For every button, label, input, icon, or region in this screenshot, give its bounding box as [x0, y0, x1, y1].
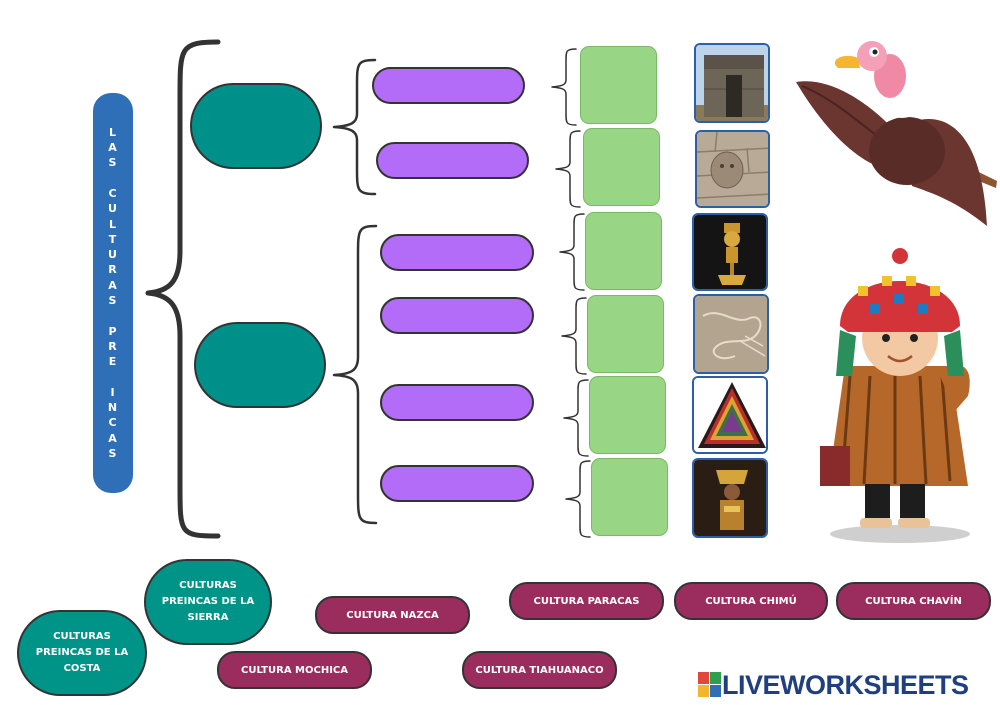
- title-letter: S: [108, 156, 118, 170]
- small-brace-3: [559, 213, 585, 291]
- title-letter: S: [108, 294, 118, 307]
- green-slot-6[interactable]: [591, 458, 668, 536]
- title-letter: C: [108, 186, 118, 200]
- title-letter: L: [108, 217, 117, 231]
- green-slot-2[interactable]: [583, 128, 660, 206]
- small-brace-2: [555, 130, 581, 208]
- mochica-lord-photo: [692, 458, 768, 538]
- purple-slot-6[interactable]: [380, 465, 534, 502]
- title-letter: C: [108, 416, 118, 430]
- gold-tumi-photo: [692, 213, 768, 291]
- title-letter: S: [108, 446, 118, 460]
- small-brace-1: [551, 48, 577, 126]
- title-letter: [93, 308, 133, 323]
- tag-chavin[interactable]: CULTURA CHAVÍN: [836, 582, 991, 620]
- title-letter: R: [108, 339, 118, 353]
- small-brace-4: [561, 297, 587, 375]
- title-letter: R: [108, 263, 118, 277]
- title-letter: A: [108, 431, 118, 445]
- title-letter: A: [108, 141, 118, 155]
- logo-text: LIVEWORKSHEETS: [722, 669, 969, 700]
- purple-slot-3[interactable]: [380, 234, 534, 271]
- title-letter: E: [108, 355, 118, 369]
- costa-brace: [332, 224, 378, 525]
- sierra-slot[interactable]: [190, 83, 322, 169]
- purple-slot-4[interactable]: [380, 297, 534, 334]
- tag-chimu[interactable]: CULTURA CHIMÚ: [674, 582, 828, 620]
- condor-illustration: [796, 41, 997, 226]
- andean-child-illustration: [820, 248, 970, 543]
- logo-icon: [698, 672, 721, 697]
- title-letter: N: [107, 401, 119, 415]
- purple-slot-5[interactable]: [380, 384, 534, 421]
- tag-sierra[interactable]: CULTURAS PREINCAS DE LA SIERRA: [144, 559, 272, 645]
- title-letter: [93, 369, 133, 384]
- tag-paracas[interactable]: CULTURA PARACAS: [509, 582, 664, 620]
- paracas-textile-photo: [692, 376, 768, 454]
- title-letter: L: [108, 125, 117, 139]
- green-slot-1[interactable]: [580, 46, 657, 124]
- title-letter: T: [108, 232, 118, 246]
- purple-slot-2[interactable]: [376, 142, 529, 179]
- sierra-brace: [332, 58, 377, 196]
- costa-slot[interactable]: [194, 322, 326, 408]
- title-letter: U: [108, 202, 118, 216]
- tag-nazca[interactable]: CULTURA NAZCA: [315, 596, 470, 634]
- title-letter: U: [108, 248, 118, 262]
- small-brace-6: [565, 460, 591, 538]
- main-brace: [145, 39, 221, 539]
- purple-slot-1[interactable]: [372, 67, 525, 104]
- stone-head-photo: [695, 130, 770, 208]
- title-letter: P: [108, 324, 118, 338]
- liveworksheets-logo: LIVEWORKSHEETS: [698, 670, 996, 700]
- tag-tiahuanaco[interactable]: CULTURA TIAHUANACO: [462, 651, 617, 689]
- title-letter: [93, 171, 133, 186]
- tag-costa[interactable]: CULTURAS PREINCAS DE LA COSTA: [17, 610, 147, 696]
- tag-mochica[interactable]: CULTURA MOCHICA: [217, 651, 372, 689]
- stone-gate-photo: [694, 43, 770, 123]
- green-slot-3[interactable]: [585, 212, 662, 290]
- green-slot-4[interactable]: [587, 295, 664, 373]
- title-letter: A: [108, 278, 118, 292]
- title-letter: I: [110, 385, 116, 399]
- green-slot-5[interactable]: [589, 376, 666, 454]
- small-brace-5: [563, 379, 589, 457]
- nazca-lines-photo: [693, 294, 769, 374]
